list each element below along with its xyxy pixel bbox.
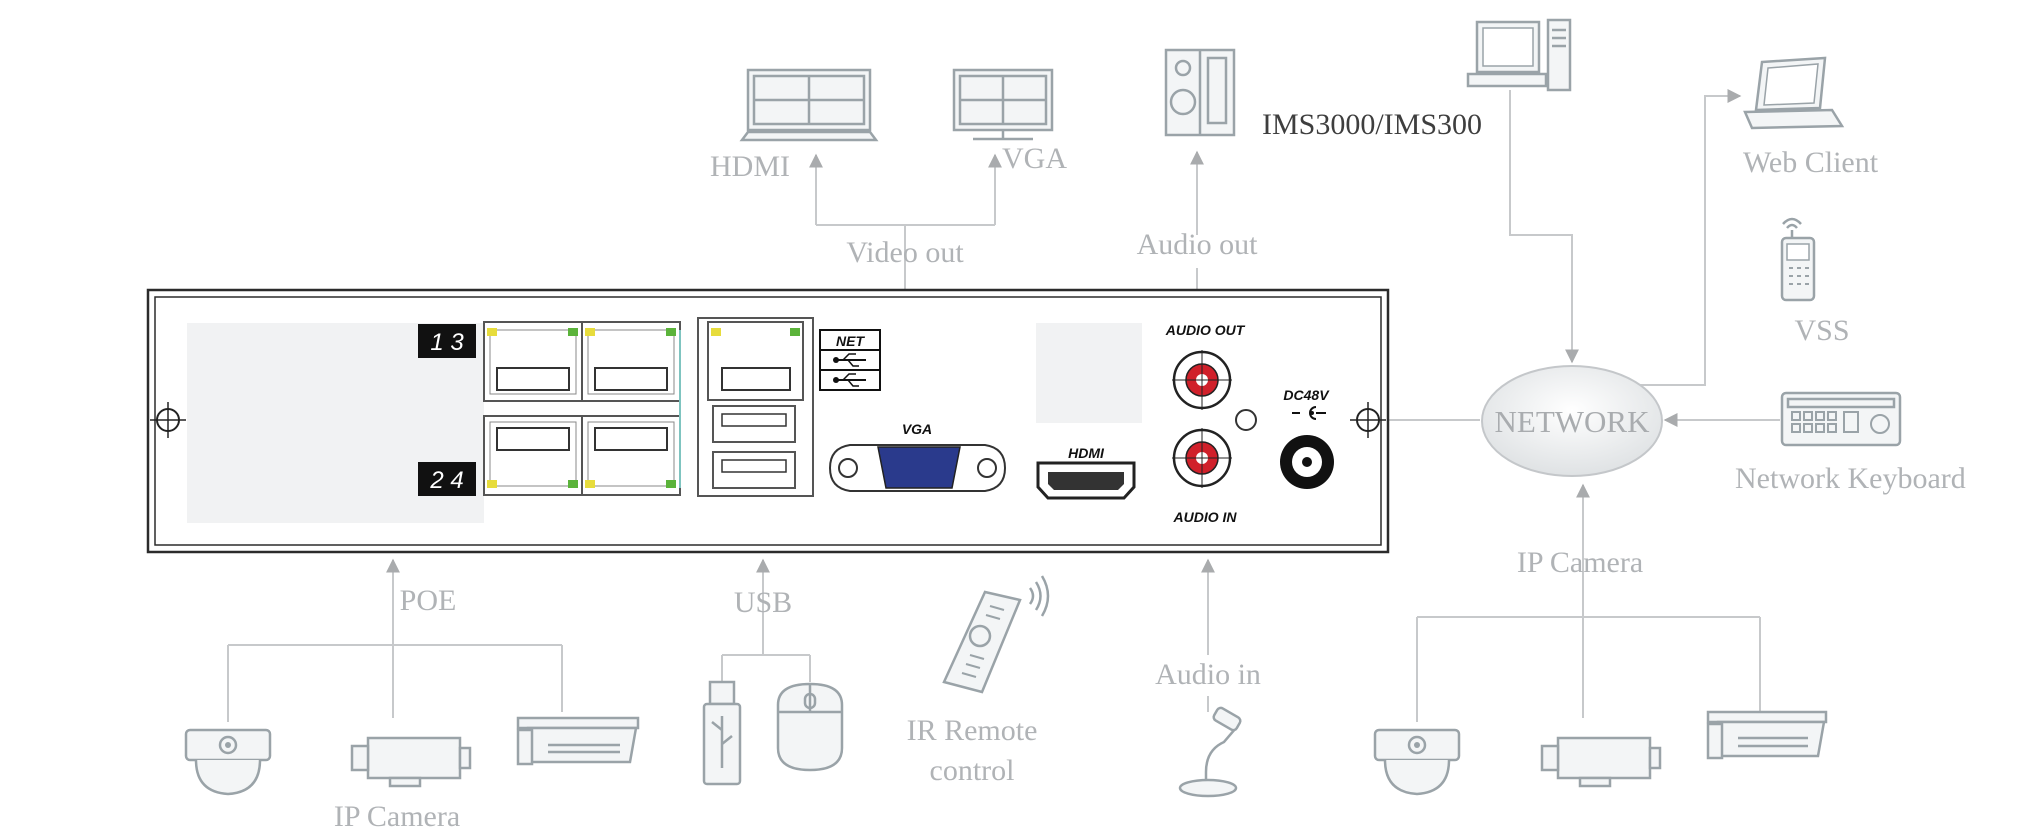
net-usb-legend: NET	[819, 329, 881, 391]
usb-port-1	[712, 405, 796, 443]
badge-bottom-label: 2 4	[429, 467, 463, 494]
label-web-client: Web Client	[1743, 146, 1879, 179]
label-hdmi: HDMI	[710, 150, 790, 183]
usb-symbol-icon	[833, 353, 866, 367]
usb-port-2	[712, 451, 796, 489]
label-ir-remote-line2: control	[930, 754, 1015, 787]
bullet-camera-icon-left	[516, 716, 640, 766]
net-port	[707, 321, 804, 401]
label-video-out: Video out	[846, 236, 964, 269]
hdmi-monitor-icon	[739, 68, 879, 142]
screw-left	[150, 402, 186, 438]
label-poe: POE	[400, 584, 457, 617]
vga-monitor-icon	[952, 68, 1054, 141]
dc-port-label: DC48V	[1283, 387, 1330, 403]
box-camera-icon-left	[350, 736, 472, 788]
speaker-icon	[1164, 48, 1236, 137]
line-ims-network	[1509, 90, 1579, 364]
label-ip-camera-right: IP Camera	[1517, 546, 1643, 579]
badge-top-label: 1 3	[430, 329, 464, 356]
network-node: NETWORK	[1481, 365, 1663, 477]
poe-port-3	[581, 321, 681, 402]
connector-lines	[227, 89, 1780, 722]
poe-port-4	[581, 415, 681, 496]
poe-port-badge-bottom: 2 4	[418, 462, 476, 496]
audio-ports: AUDIO OUT AUDIO IN	[1165, 322, 1257, 525]
nvr-rear-panel: 1 3 2 4	[146, 288, 1390, 554]
network-keyboard-icon	[1780, 391, 1902, 447]
dc-power-port: DC48V	[1280, 387, 1334, 489]
dome-camera-icon-left	[184, 728, 272, 796]
vga-port-label: VGA	[902, 421, 932, 437]
vga-port: VGA	[828, 421, 1007, 492]
hdmi-port: HDMI	[1036, 323, 1142, 500]
audio-in-port-label: AUDIO IN	[1173, 509, 1238, 525]
audio-in-jack	[1172, 428, 1232, 488]
label-audio-in: Audio in	[1155, 658, 1261, 691]
usb-flash-drive-icon	[702, 680, 742, 786]
poe-ports	[483, 321, 681, 496]
label-audio-out: Audio out	[1137, 228, 1259, 261]
line-network-web	[1640, 89, 1742, 386]
poe-port-2	[483, 415, 583, 496]
poe-port-1	[483, 321, 583, 402]
label-vss: VSS	[1794, 314, 1849, 347]
net-usb-block: NET	[697, 317, 881, 497]
mobile-phone-icon	[1780, 217, 1816, 302]
laptop-icon	[1743, 56, 1845, 130]
poe-port-badge-top: 1 3	[418, 324, 476, 358]
bullet-camera-icon-right	[1706, 710, 1828, 760]
label-network-keyboard: Network Keyboard	[1735, 462, 1966, 495]
dome-camera-icon-right	[1373, 728, 1461, 796]
microphone-icon	[1178, 706, 1242, 798]
desktop-computer-icon	[1466, 18, 1572, 92]
audio-out-jack	[1172, 350, 1232, 410]
hdmi-port-label: HDMI	[1068, 445, 1105, 461]
net-label: NET	[836, 333, 865, 349]
mouse-icon	[776, 682, 844, 772]
network-label: NETWORK	[1495, 404, 1651, 439]
audio-out-port-label: AUDIO OUT	[1165, 322, 1246, 338]
dc-polarity-icon	[1292, 406, 1326, 420]
usb-symbol-icon-2	[833, 373, 866, 387]
label-usb: USB	[734, 586, 792, 619]
label-ir-remote-line1: IR Remote	[907, 714, 1038, 747]
ir-remote-icon	[942, 575, 1050, 694]
label-ims: IMS3000/IMS300	[1262, 108, 1482, 141]
screw-right	[1350, 402, 1386, 438]
box-camera-icon-right	[1540, 736, 1662, 788]
label-vga: VGA	[1002, 142, 1067, 175]
indicator-hole	[1235, 409, 1257, 431]
diagram-labels: HDMI VGA Video out Audio out IMS3000/IMS…	[334, 108, 1966, 833]
label-ip-camera-left: IP Camera	[334, 800, 460, 833]
